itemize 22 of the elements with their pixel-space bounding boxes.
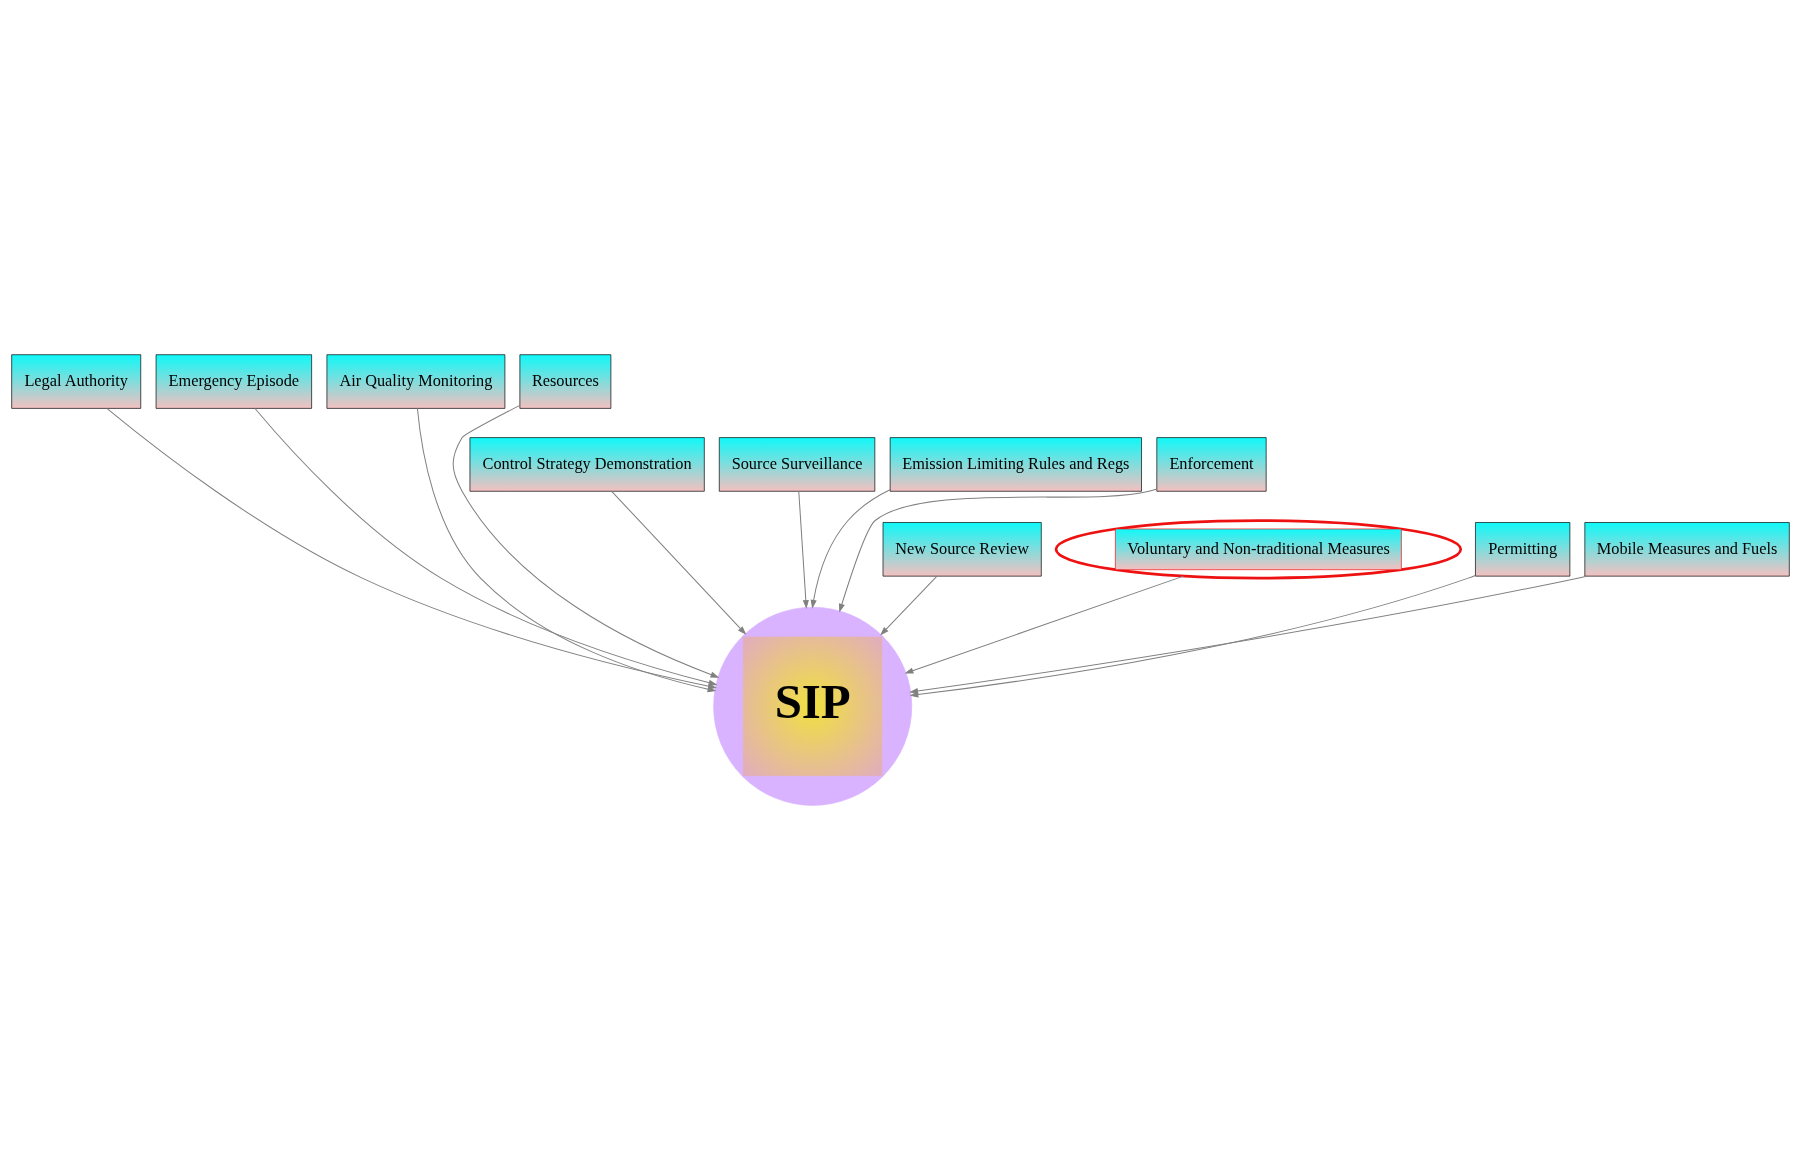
arrow [909, 575, 1588, 695]
node-box: Emergency Episode [155, 354, 312, 409]
node-ellipse: Voluntary and Non-traditional Measures [1054, 519, 1463, 580]
node-box: Source Surveillance [718, 437, 876, 492]
node-box: Legal Authority [11, 354, 142, 409]
arrow [452, 404, 720, 678]
node-box: Air Quality Monitoring [326, 354, 506, 409]
arrow [798, 490, 809, 609]
node-box: Emission Limiting Rules and Regs [889, 437, 1142, 492]
node-box: Control Strategy Demonstration [469, 437, 705, 492]
arrow [810, 489, 891, 609]
node-box: Mobile Measures and Fuels [1584, 522, 1790, 577]
node-box: New Source Review [882, 522, 1042, 577]
arrow [254, 407, 718, 686]
arrow [909, 575, 1476, 698]
arrow [611, 490, 747, 635]
arrow [904, 575, 1185, 674]
node-box: Resources [519, 354, 612, 409]
node-box: Permitting [1475, 522, 1571, 577]
arrow [880, 575, 938, 636]
arrow [838, 488, 1158, 613]
node-box: Enforcement [1156, 437, 1267, 492]
